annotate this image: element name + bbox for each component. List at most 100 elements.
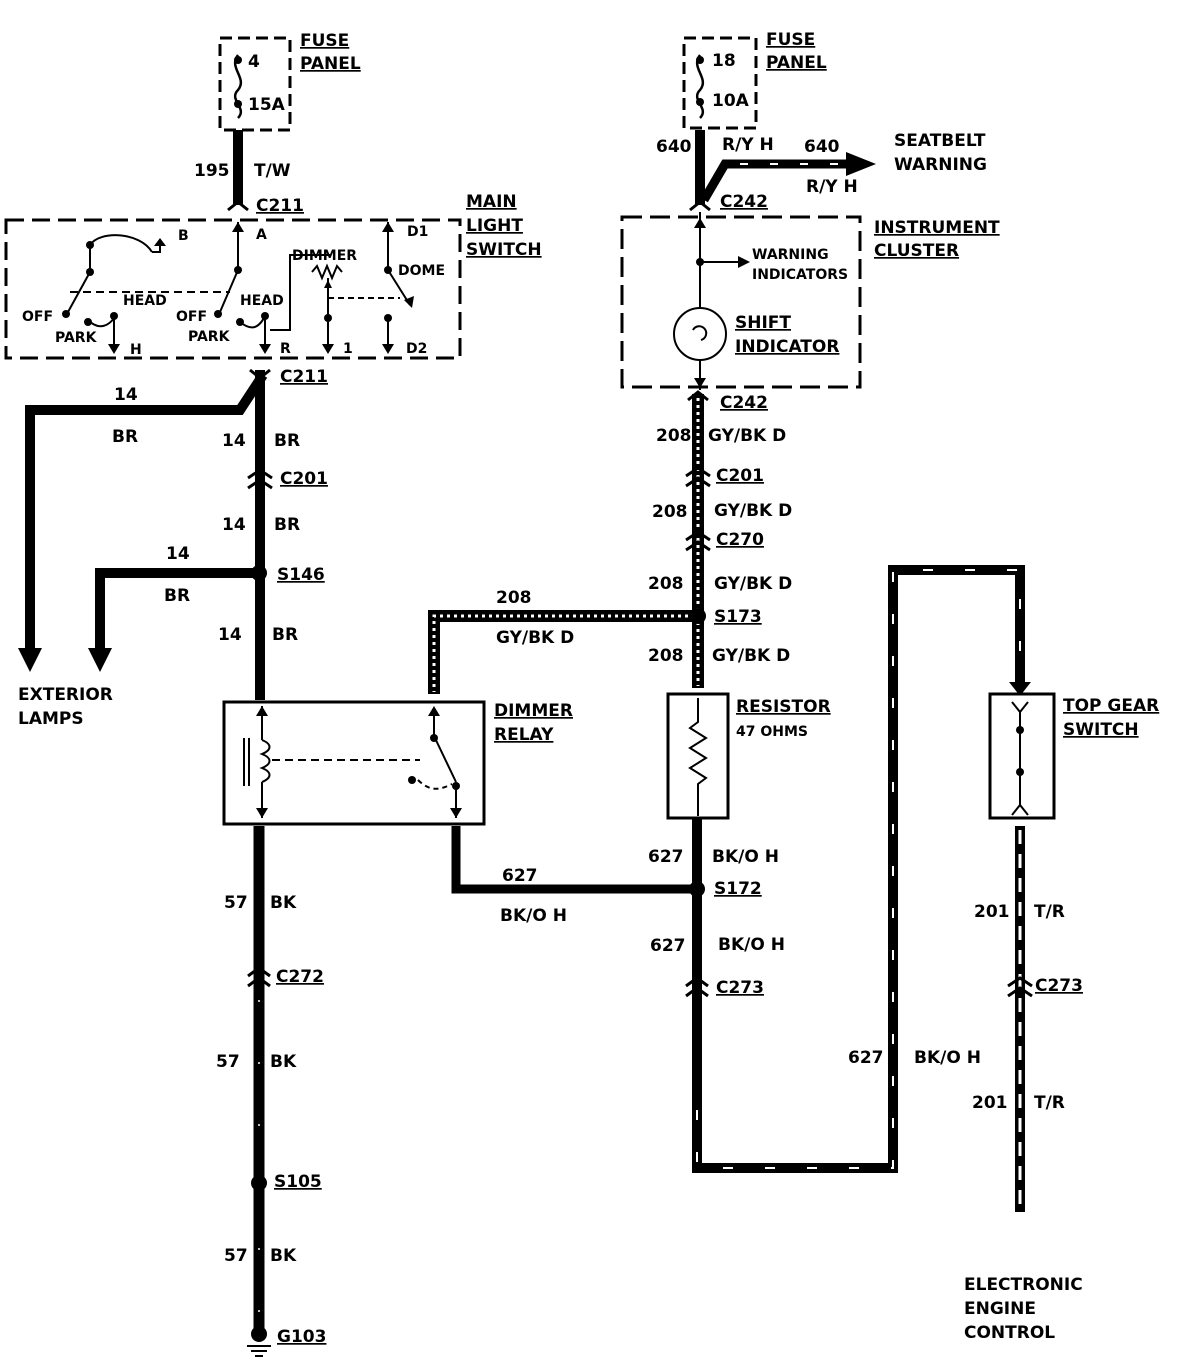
s105-label: S105 — [274, 1172, 322, 1192]
main-light-switch-title-1: MAIN — [466, 192, 517, 212]
wire-14-exterior — [25, 372, 268, 650]
warning-indicators-1: WARNING — [752, 247, 829, 263]
w14-lamps-color: BR — [112, 427, 138, 447]
terminal-1: 1 — [343, 341, 353, 357]
w57-a-circuit: 57 — [224, 893, 248, 913]
shift-indicator-2: INDICATOR — [735, 337, 839, 357]
resistor-value: 47 OHMS — [736, 724, 808, 740]
fuse-panel-right: 18 10A FUSE PANEL — [682, 30, 827, 130]
resistor-zigzag — [688, 698, 708, 816]
w640-a-color: R/Y H — [722, 135, 774, 155]
w14-b-circuit: 14 — [222, 515, 246, 535]
w57-a-color: BK — [270, 893, 297, 913]
label-dome: DOME — [398, 263, 445, 279]
w208-b-color: GY/BK D — [714, 501, 792, 521]
main-light-switch: B A D1 H R 1 D2 OFF PARK HEAD OFF PARK H… — [4, 192, 542, 360]
fuse-panel-right-title-2: PANEL — [766, 53, 827, 73]
c242-top-symbol — [689, 200, 711, 212]
label-off-right: OFF — [176, 309, 207, 325]
wire-208-relay-dots — [432, 614, 688, 692]
exterior-lamps-2: LAMPS — [18, 709, 84, 729]
w195-circuit: 195 — [194, 161, 230, 181]
wire-stripes — [258, 163, 1022, 1320]
wire-627-relay — [451, 826, 696, 894]
connector-symbols — [227, 200, 1033, 998]
dimmer-relay: DIMMER RELAY — [222, 700, 573, 826]
w627-a-circuit: 627 — [648, 847, 684, 867]
exterior-lamps-arrow-1 — [18, 648, 42, 672]
w208-c-color: GY/BK D — [714, 574, 792, 594]
w627-relay-color: BK/O H — [500, 906, 567, 926]
s105-dot — [251, 1175, 267, 1191]
label-dimmer: DIMMER — [292, 248, 357, 264]
w201-b-color: T/R — [1034, 1093, 1065, 1113]
stripe-627-loop — [696, 569, 1021, 1169]
w640-b-circuit: 640 — [804, 137, 840, 157]
w627-c-circuit: 627 — [848, 1048, 884, 1068]
wire-640-seatbelt — [700, 159, 850, 203]
fuse-number-left: 4 — [248, 52, 260, 72]
w14-s146-circuit: 14 — [166, 544, 190, 564]
w14-s146-color: BR — [164, 586, 190, 606]
fuse-rating-right: 10A — [712, 91, 750, 111]
terminal-h: H — [130, 342, 142, 358]
terminal-d1: D1 — [407, 224, 428, 240]
seatbelt-warning-1: SEATBELT — [894, 131, 986, 151]
w57-b-color: BK — [270, 1052, 297, 1072]
fuse-panel-left-title-1: FUSE — [300, 31, 349, 51]
c201-left-label: C201 — [280, 469, 328, 489]
s172-dot — [689, 881, 705, 897]
destination-labels: SEATBELT WARNING EXTERIOR LAMPS ELECTRON… — [18, 131, 1083, 1343]
w640-b-color: R/Y H — [806, 177, 858, 197]
seatbelt-warning-2: WARNING — [894, 155, 987, 175]
w201-a-color: T/R — [1034, 902, 1065, 922]
c242-bottom-label: C242 — [720, 393, 768, 413]
w208-a-circuit: 208 — [656, 426, 692, 446]
instrument-cluster-title-2: CLUSTER — [874, 241, 959, 261]
w201-b-circuit: 201 — [972, 1093, 1008, 1113]
dimmer-relay-title-1: DIMMER — [494, 701, 573, 721]
dimmer-relay-title-2: RELAY — [494, 725, 554, 745]
terminal-a: A — [256, 227, 267, 243]
label-park-left: PARK — [55, 330, 98, 346]
w14-lamps-circuit: 14 — [114, 385, 138, 405]
w627-b-circuit: 627 — [650, 936, 686, 956]
seatbelt-arrow — [846, 152, 876, 176]
fuse-number-right: 18 — [712, 51, 736, 71]
fuse-rating-left: 15A — [248, 95, 286, 115]
c273-mid-symbol — [685, 976, 709, 998]
w57-c-circuit: 57 — [224, 1246, 248, 1266]
w57-b-circuit: 57 — [216, 1052, 240, 1072]
fuse-panel-right-title-1: FUSE — [766, 30, 815, 50]
w208-d-circuit: 208 — [648, 646, 684, 666]
exterior-lamps-arrow-2 — [88, 648, 112, 672]
c211-bottom-symbol — [249, 368, 271, 380]
g103-dot — [251, 1326, 267, 1342]
c272-label: C272 — [276, 967, 324, 987]
top-gear-arrow — [1009, 682, 1031, 696]
w627-relay-circuit: 627 — [502, 866, 538, 886]
instrument-cluster: WARNING INDICATORS SHIFT INDICATOR INSTR… — [620, 212, 1000, 390]
w14-a-circuit: 14 — [222, 431, 246, 451]
c201-right-label: C201 — [716, 466, 764, 486]
s173-dot — [690, 608, 706, 624]
s146-label: S146 — [277, 565, 325, 585]
w640-a-circuit: 640 — [656, 137, 692, 157]
w14-b-color: BR — [274, 515, 300, 535]
label-off-left: OFF — [22, 309, 53, 325]
w208-c-circuit: 208 — [648, 574, 684, 594]
terminal-d2: D2 — [406, 341, 427, 357]
w208-b-circuit: 208 — [652, 502, 688, 522]
label-park-right: PARK — [188, 329, 231, 345]
w208-relay-circuit: 208 — [496, 588, 532, 608]
w14-c-color: BR — [272, 625, 298, 645]
main-light-switch-title-2: LIGHT — [466, 216, 523, 236]
s172-label: S172 — [714, 879, 762, 899]
main-light-switch-title-3: SWITCH — [466, 240, 542, 260]
c272-symbol — [247, 966, 271, 988]
c201-right-symbol — [685, 466, 711, 488]
resistor: RESISTOR 47 OHMS — [666, 692, 831, 820]
warning-indicators-2: INDICATORS — [752, 267, 848, 283]
w14-a-color: BR — [274, 431, 300, 451]
